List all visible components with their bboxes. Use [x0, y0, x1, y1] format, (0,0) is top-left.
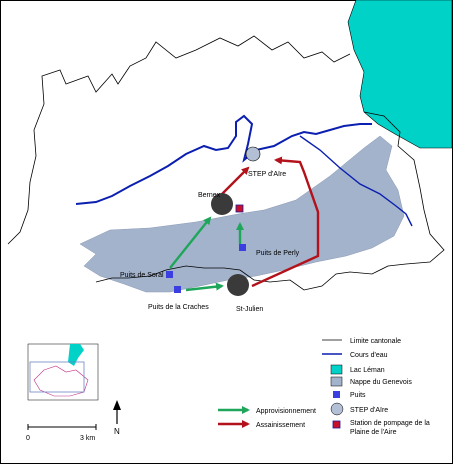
inset-extent-box	[29, 361, 85, 393]
river-rhone	[75, 114, 372, 205]
supply-arrow-craches	[185, 282, 224, 292]
north-label: N	[114, 427, 120, 436]
label-puits-craches: Puits de la Craches	[148, 304, 209, 311]
legend-station-line1: Station de pompage de la	[350, 420, 430, 427]
supply-arrow-soral-bernex	[169, 216, 212, 269]
legend-assain: Assainissement	[256, 422, 305, 429]
scale-end: 3 km	[80, 435, 95, 442]
inset-map	[27, 343, 99, 401]
label-st-julien: St-Julien	[236, 306, 263, 313]
bernex-symbol	[211, 193, 233, 215]
legend-puits: Puits	[350, 392, 366, 399]
legend-appro: Approvisionnement	[256, 408, 316, 415]
sanitation-arrow-stjulien-step	[251, 156, 320, 288]
aquifer-area	[79, 135, 405, 293]
label-puits-perly: Puits de Perly	[256, 250, 300, 257]
label-puits-soral: Puits de Soral	[120, 272, 164, 279]
legend-nappe: Nappe du Genevois	[350, 379, 412, 386]
river-arve	[299, 135, 413, 227]
legend-cours: Cours d'eau	[350, 352, 388, 359]
sanitation-arrow-bernex-step	[221, 166, 250, 195]
legend-lac: Lac Léman	[350, 367, 385, 374]
scale-start: 0	[26, 435, 30, 442]
lake-leman	[347, 0, 453, 149]
step-aire-symbol	[245, 146, 261, 162]
puits-craches-symbol	[174, 286, 181, 293]
legend-step: STEP d'Aïre	[350, 407, 388, 414]
station-pompage-symbol	[235, 204, 244, 213]
label-bernex: Bernex	[198, 192, 221, 199]
legend-station-line2: Plaine de l'Aire	[350, 429, 397, 436]
label-step-aire: STEP d'Aïre	[248, 171, 286, 178]
puits-perly-symbol	[239, 244, 246, 251]
legend-limite: Limite cantonale	[350, 338, 401, 345]
cantonal-border	[7, 35, 445, 291]
st-julien-symbol	[227, 274, 249, 296]
puits-soral-symbol	[166, 271, 173, 278]
